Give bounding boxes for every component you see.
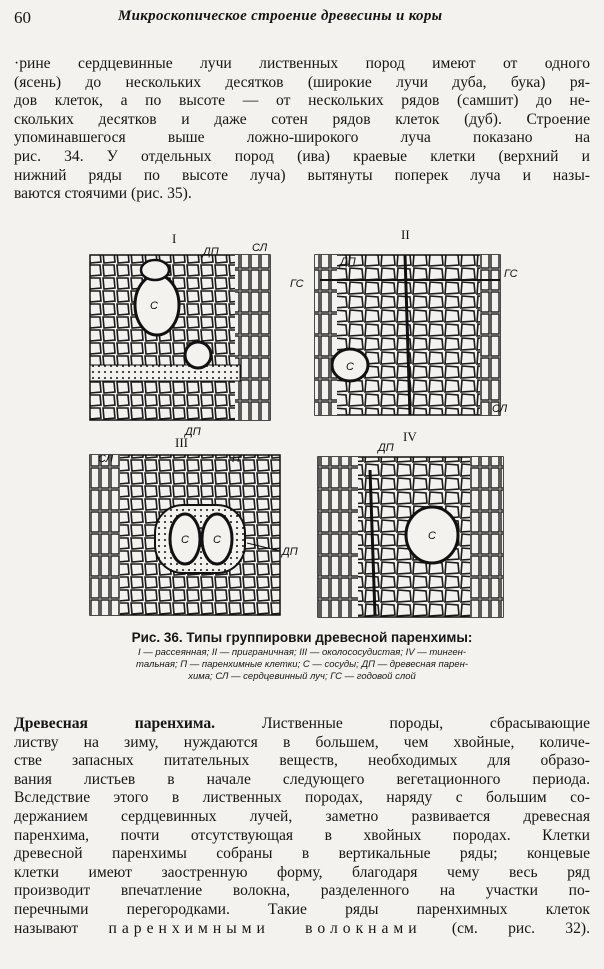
figure-parenchyma-types: I ДП СЛ С ДП II ДП ГС ГС С СЛ <box>60 225 540 625</box>
panel-3-label: П <box>232 453 240 465</box>
caption-line: тальная; П — паренхимные клетки; С — сос… <box>136 659 468 670</box>
text-line: производит впечатление волокна, разделен… <box>14 882 590 900</box>
caption-title: Рис. 36. Типы группировки древесной паре… <box>131 630 473 645</box>
text-line: вания листьев в начале следующего вегета… <box>14 770 590 788</box>
text-line: ваются стоячими (рис. 35). <box>14 185 192 203</box>
text-line: перечными перегородками. Такие ряды паре… <box>14 900 590 918</box>
caption-line: I — рассеянная; II — приграничная; III —… <box>137 647 467 658</box>
page-number: 60 <box>14 8 31 27</box>
text-line: держанием сердцевинных лучей, заметно ра… <box>14 807 590 825</box>
text-line: клетки имеют заостренную форму, благодар… <box>14 863 590 881</box>
text-line: листву на зиму, нуждаются в большем, чем… <box>14 733 590 751</box>
text-fragment: называют <box>14 919 109 937</box>
text-line: Вследствие этого в лиственных породах, н… <box>14 789 590 807</box>
page-header: 60 Микроскопическое строение древесины и… <box>14 8 590 30</box>
panel-3: III СЛ П С С ДП <box>89 435 298 616</box>
panel-4-label: С <box>428 530 436 542</box>
panel-1-label: ДП <box>183 426 201 438</box>
panel-4-numeral: IV <box>403 429 417 444</box>
spaced-term: паренхимными волокнами <box>108 919 422 937</box>
panel-1-label: С <box>150 300 158 312</box>
text-line: нижний ряды по высоте луча) вытянуты поп… <box>14 166 590 184</box>
text-line: скольких десятков и даже сотен рядов кле… <box>14 110 590 128</box>
panel-1-numeral: I <box>172 231 176 246</box>
caption-line: хима; СЛ — сердцевинный луч; ГС — годово… <box>188 671 416 682</box>
panel-3-label: ДП <box>280 546 298 558</box>
panel-3-label: СЛ <box>98 453 114 465</box>
panel-4: IV ДП С <box>317 429 504 618</box>
panel-3-numeral: III <box>175 435 188 450</box>
running-title: Микроскопическое строение древесины и ко… <box>118 8 443 24</box>
panel-1: I ДП СЛ С ДП <box>89 231 271 438</box>
figure-caption: Рис. 36. Типы группировки древесной паре… <box>60 630 544 683</box>
text-line: ·рине сердцевинные лучи лиственных пород… <box>14 55 590 72</box>
text-line: Древесная паренхима. Лиственные породы, … <box>14 715 590 734</box>
text-line: стве запасных питательных веществ, необх… <box>14 752 590 770</box>
panel-2-label: ГС <box>290 278 304 290</box>
text-line: упоминавшегося выше ложно-широкого луча … <box>14 129 590 147</box>
figure-drawing: I ДП СЛ С ДП II ДП ГС ГС С СЛ <box>89 227 518 618</box>
panel-2-label: ГС <box>504 268 518 280</box>
panel-1-label: СЛ <box>252 242 268 254</box>
section-heading: Древесная паренхима. <box>14 715 216 732</box>
panel-2: II ДП ГС ГС С СЛ <box>290 227 518 416</box>
panel-2-label: С <box>346 361 354 373</box>
panel-3-label: С <box>213 534 221 546</box>
panel-2-label: ДП <box>338 256 356 268</box>
text-line: древесной паренхимы собраны в вертикальн… <box>14 845 590 863</box>
text-fragment: (см. рис. 32). <box>421 919 590 937</box>
paragraph-parenchyma: Древесная паренхима. Лиственные породы, … <box>14 715 590 938</box>
panel-2-label: СЛ <box>492 403 508 415</box>
text-fragment: Лиственные породы, сбрасывающие <box>215 715 590 732</box>
text-line: дов клеток, а по высоте — от нескольких … <box>14 92 590 110</box>
text-line: (ясень) до нескольких десятков (широкие … <box>14 73 590 91</box>
panel-3-label: С <box>181 534 189 546</box>
panel-4-label: ДП <box>376 442 394 454</box>
text-line: называют паренхимными волокнами (см. рис… <box>14 920 590 939</box>
panel-2-numeral: II <box>401 227 410 242</box>
panel-1-label: ДП <box>201 246 219 258</box>
paragraph-rays: ·рине сердцевинные лучи лиственных пород… <box>14 55 590 204</box>
text-line: паренхима, почти отсутствующая в хвойных… <box>14 826 590 844</box>
text-line: рис. 34. У отдельных пород (ива) краевые… <box>14 147 590 165</box>
